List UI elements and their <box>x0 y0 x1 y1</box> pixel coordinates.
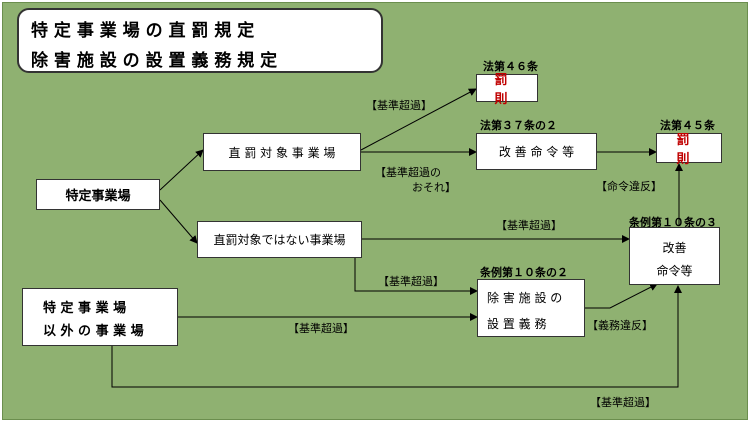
arrow-notchoku-to-jogai <box>354 258 478 295</box>
law37-label: 法第３７条の２ <box>480 119 557 132</box>
tokutei-box: 特定事業場 <box>36 179 160 210</box>
kijun-label-2: 【基準超過】 <box>496 219 562 232</box>
kaizen-right-box: 改善 命令等 <box>629 227 720 285</box>
law45-label: 法第４５条 <box>660 119 715 132</box>
arrow-chokubatsu-to-bassoku <box>360 88 477 151</box>
jogai-box: 除 害 施 設 の 設 置 義 務 <box>477 279 585 337</box>
bassoku-right-box: 罰 則 <box>656 133 722 167</box>
arrow-jogai-to-kaizen-right <box>585 283 658 309</box>
kijun-label-1: 【基準超過】 <box>366 99 432 112</box>
kijun-label-4: 【基準超過】 <box>288 322 354 335</box>
kaizen-top-box: 改 善 命 令 等 <box>476 133 597 170</box>
kijun-osore-label-1: 【基準超過の <box>375 166 441 179</box>
jorei10-2-label: 条例第１０条の２ <box>480 266 568 279</box>
jorei10-3-label: 条例第１０条の３ <box>629 216 717 229</box>
kijun-osore-label-2: おそれ】 <box>412 181 456 194</box>
gimu-ihan-label: 【義務違反】 <box>587 319 653 332</box>
arrow-tokutei-to-not-chokubatsu <box>159 199 198 244</box>
arrow-igai-to-kaizen-right <box>111 285 682 388</box>
kijun-label-3: 【基準超過】 <box>378 275 444 288</box>
title-box: 特 定 事 業 場 の 直 罰 規 定 除 害 施 設 の 設 置 義 務 規 … <box>17 8 383 73</box>
arrow-tokutei-to-chokubatsu <box>159 149 204 191</box>
law46-label: 法第４６条 <box>483 60 538 73</box>
meirei-ihan-label: 【命令違反】 <box>596 180 662 193</box>
tokutei-igai-box: 特 定 事 業 場 以 外 の 事 業 場 <box>22 288 178 346</box>
chokubatsu-box: 直 罰 対 象 事 業 場 <box>203 133 361 171</box>
not-chokubatsu-box: 直罰対象ではない事業場 <box>197 221 362 258</box>
title-line-1: 特 定 事 業 場 の 直 罰 規 定 <box>31 21 255 41</box>
bassoku-top-box: 罰 則 <box>476 73 538 107</box>
kijun-label-5: 【基準超過】 <box>590 396 656 409</box>
title-line-2: 除 害 施 設 の 設 置 義 務 規 定 <box>31 51 278 71</box>
